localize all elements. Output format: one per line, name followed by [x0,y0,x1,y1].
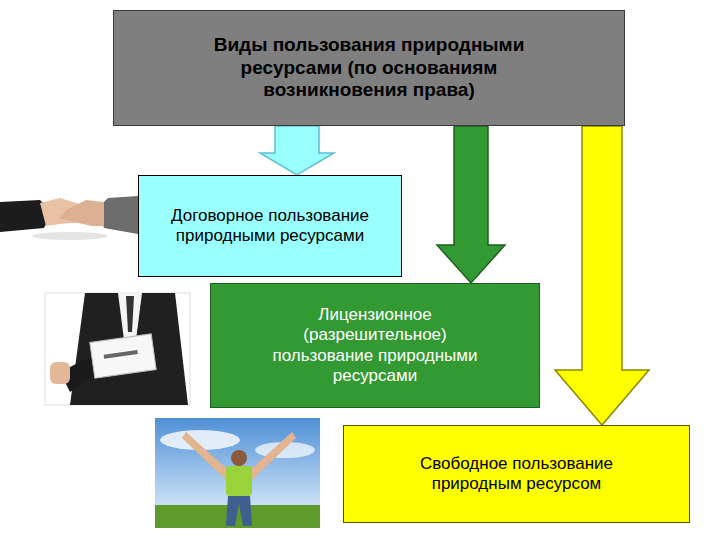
block-arrow [260,126,334,175]
title-box: Виды пользования природными ресурсами (п… [113,10,625,126]
businessman-picture [45,293,190,405]
shirt [118,293,142,340]
head [231,450,247,466]
right-hand [60,200,104,226]
shadow [32,232,108,240]
tie [126,296,134,332]
suit [70,293,188,405]
card-print [104,350,138,359]
block-arrow [555,126,649,425]
box-label: Договорное пользование природными ресурс… [169,206,371,247]
free-man-picture [155,418,320,528]
left-arm [182,432,228,480]
jeans [226,496,252,526]
business-card [90,334,156,378]
license-box: Лицензионное (разрешительное) пользовани… [210,283,540,408]
hand [50,362,70,384]
block-arrow [437,126,505,283]
sky [155,418,320,528]
box-label: Лицензионное (разрешительное) пользовани… [251,305,499,387]
box-label: Виды пользования природными ресурсами (п… [174,34,564,102]
free-use-box: Свободное пользование природным ресурсом [343,425,690,523]
photo-frame [45,293,190,405]
box-label: Свободное пользование природным ресурсом [384,454,649,495]
right-arm [250,432,296,480]
contract-box: Договорное пользование природными ресурс… [138,175,402,277]
handshake-picture [0,196,138,240]
shirt [226,466,252,496]
